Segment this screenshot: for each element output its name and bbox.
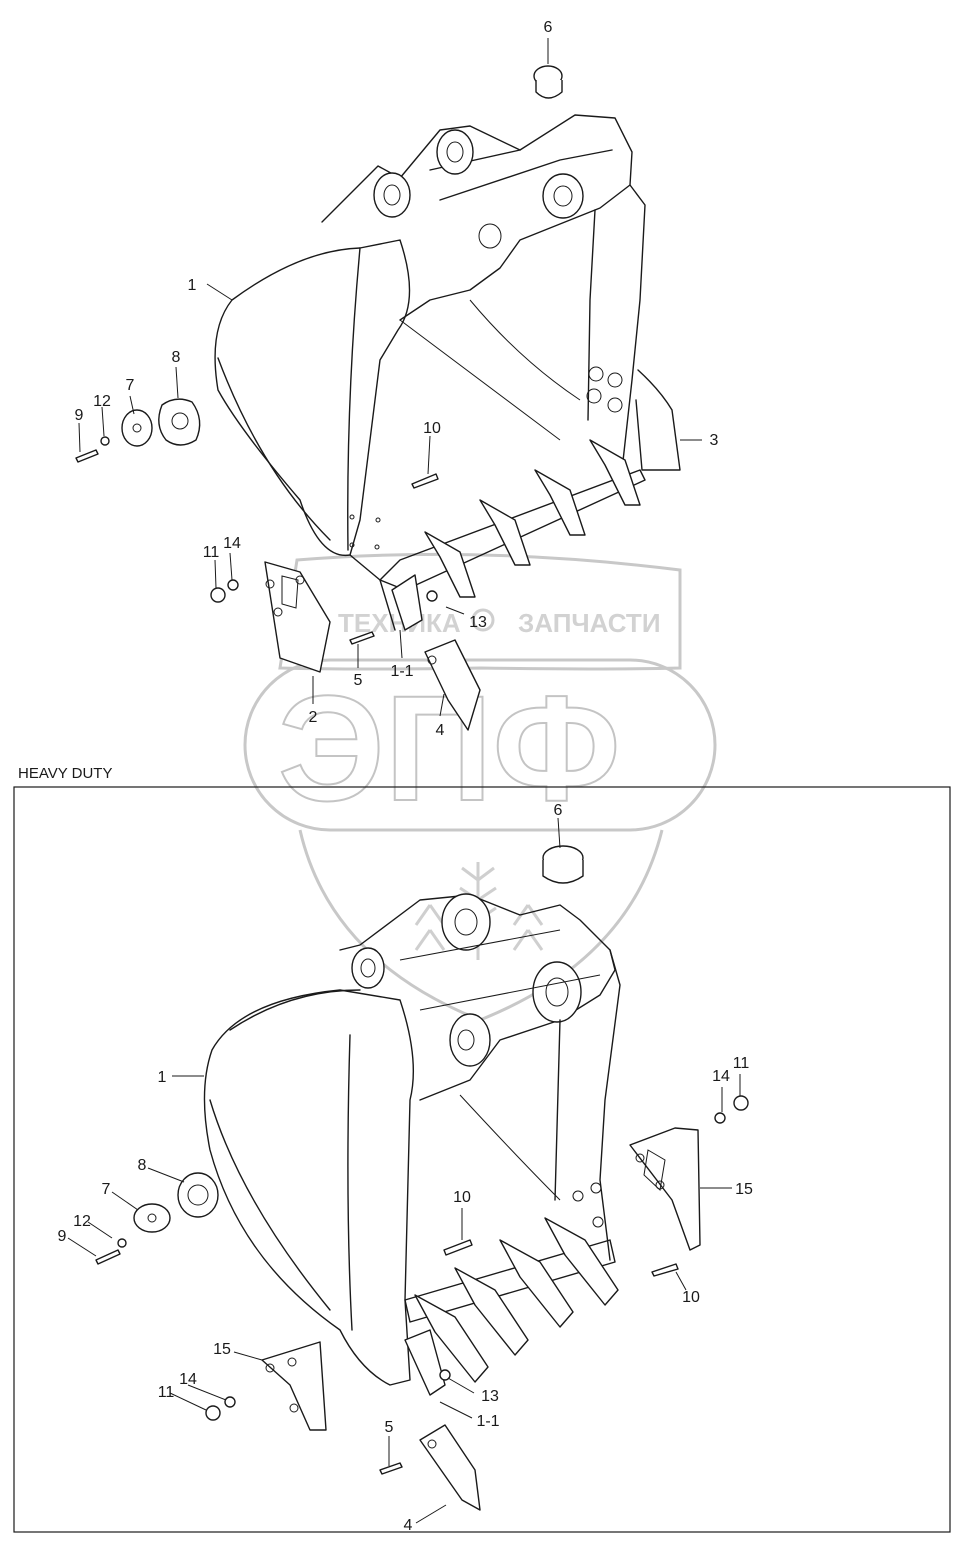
label-1-1: 1-1	[390, 663, 413, 680]
label-14: 14	[223, 535, 241, 552]
heavy-duty-frame	[13, 786, 951, 1533]
hd-label-10: 10	[453, 1189, 471, 1206]
heavy-duty-bucket-drawing	[95, 845, 749, 1511]
hd-label-7: 7	[102, 1181, 111, 1198]
label-11: 11	[203, 544, 220, 561]
hd-label-1: 1	[158, 1069, 167, 1086]
label-13: 13	[469, 614, 487, 631]
label-8: 8	[172, 349, 181, 366]
label-1: 1	[188, 277, 197, 294]
label-9: 9	[75, 407, 84, 424]
hd-label-1-1: 1-1	[476, 1413, 499, 1430]
section-title: HEAVY DUTY	[18, 765, 112, 782]
heavy-duty-part-labels: 6 1 8 7 12 9 10 14 11 15 15 14 11 13 1-1…	[58, 802, 753, 1534]
hd-label-14: 14	[712, 1068, 730, 1085]
hd-label-6: 6	[554, 802, 563, 819]
hd-label-14-left: 14	[179, 1371, 197, 1388]
label-10: 10	[423, 420, 441, 437]
hd-label-15-right: 15	[735, 1181, 753, 1198]
hd-label-8: 8	[138, 1157, 147, 1174]
hd-label-9: 9	[58, 1228, 67, 1245]
hd-label-12: 12	[73, 1213, 91, 1230]
standard-part-labels: 6 1 8 7 12 9 10 3 11 14 13 5 1-1 2 4	[75, 19, 719, 739]
hd-label-4: 4	[404, 1517, 413, 1534]
hd-label-5: 5	[385, 1419, 394, 1436]
hd-label-11: 11	[733, 1055, 750, 1072]
label-2: 2	[309, 709, 318, 726]
label-6: 6	[544, 19, 553, 36]
hd-label-15-left: 15	[213, 1341, 231, 1358]
hd-label-10-right: 10	[682, 1289, 700, 1306]
hd-label-11-left: 11	[158, 1384, 175, 1401]
label-3: 3	[710, 432, 719, 449]
watermark-gear-icon	[471, 608, 495, 632]
label-4: 4	[436, 722, 445, 739]
hd-label-13: 13	[481, 1388, 499, 1405]
standard-bucket-drawing	[75, 65, 681, 731]
standard-leader-lines	[78, 38, 702, 717]
heavy-duty-leader-lines	[67, 817, 741, 1524]
label-12: 12	[93, 393, 111, 410]
label-5: 5	[354, 672, 363, 689]
label-7: 7	[126, 377, 135, 394]
watermark-text-right: ЗАПЧАСТИ	[518, 608, 661, 638]
